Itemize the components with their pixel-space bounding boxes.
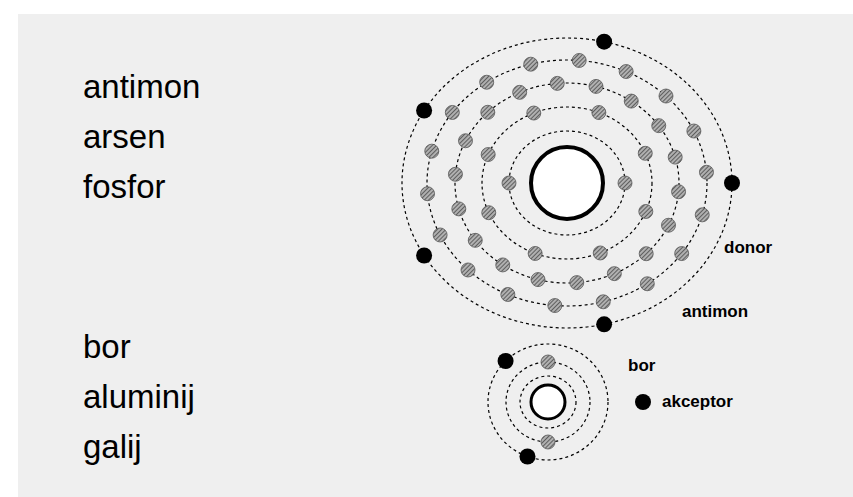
atom-label: antimon bbox=[682, 302, 748, 322]
atom-label: akceptor bbox=[662, 392, 733, 412]
valence-electron bbox=[596, 316, 612, 332]
inner-electron bbox=[593, 246, 607, 260]
inner-electron bbox=[502, 176, 516, 190]
element-name: antimon bbox=[83, 68, 200, 106]
inner-electron bbox=[607, 267, 621, 281]
background-panel bbox=[18, 14, 853, 497]
inner-electron bbox=[672, 185, 686, 199]
inner-electron bbox=[496, 258, 510, 272]
inner-electron bbox=[501, 287, 515, 301]
inner-electron bbox=[550, 76, 564, 90]
atom-label: bor bbox=[628, 356, 655, 376]
valence-electron bbox=[596, 34, 612, 50]
inner-electron bbox=[687, 124, 701, 138]
inner-electron bbox=[638, 146, 652, 160]
valence-electron bbox=[416, 103, 432, 119]
inner-electron bbox=[592, 106, 606, 120]
valence-electron bbox=[724, 175, 740, 191]
inner-electron bbox=[662, 218, 676, 232]
inner-electron bbox=[528, 246, 542, 260]
inner-electron bbox=[524, 57, 538, 71]
valence-electron bbox=[635, 394, 651, 410]
inner-electron bbox=[481, 105, 495, 119]
element-name: galij bbox=[83, 428, 142, 466]
nucleus bbox=[531, 147, 603, 219]
element-name: arsen bbox=[83, 118, 166, 156]
inner-electron bbox=[596, 295, 610, 309]
inner-electron bbox=[668, 150, 682, 164]
inner-electron bbox=[468, 233, 482, 247]
inner-electron bbox=[527, 106, 541, 120]
inner-electron bbox=[513, 85, 527, 99]
inner-electron bbox=[480, 75, 494, 89]
inner-electron bbox=[618, 176, 632, 190]
inner-electron bbox=[659, 89, 673, 103]
inner-electron bbox=[531, 273, 545, 287]
inner-electron bbox=[652, 119, 666, 133]
element-name: aluminij bbox=[83, 378, 195, 416]
inner-electron bbox=[570, 276, 584, 290]
inner-electron bbox=[572, 53, 586, 67]
element-name: fosfor bbox=[83, 168, 166, 206]
inner-electron bbox=[458, 134, 472, 148]
inner-electron bbox=[624, 94, 638, 108]
antimony-atom bbox=[402, 38, 732, 328]
inner-electron bbox=[619, 65, 633, 79]
inner-electron bbox=[639, 204, 653, 218]
inner-electron bbox=[541, 355, 555, 369]
valence-electron bbox=[519, 449, 535, 465]
inner-electron bbox=[695, 208, 709, 222]
inner-electron bbox=[640, 277, 654, 291]
inner-electron bbox=[482, 206, 496, 220]
element-name: bor bbox=[83, 328, 131, 366]
inner-electron bbox=[675, 247, 689, 261]
inner-electron bbox=[548, 299, 562, 313]
atom-label: donor bbox=[724, 238, 772, 258]
inner-electron bbox=[452, 202, 466, 216]
boron-atom bbox=[488, 344, 608, 460]
inner-electron bbox=[639, 247, 653, 261]
inner-electron bbox=[433, 228, 447, 242]
inner-electron bbox=[421, 187, 435, 201]
valence-electron bbox=[416, 248, 432, 264]
inner-electron bbox=[589, 79, 603, 93]
inner-electron bbox=[541, 435, 555, 449]
nucleus bbox=[531, 385, 565, 419]
inner-electron bbox=[461, 263, 475, 277]
inner-electron bbox=[481, 148, 495, 162]
inner-electron bbox=[445, 105, 459, 119]
inner-electron bbox=[699, 165, 713, 179]
inner-electron bbox=[425, 144, 439, 158]
valence-electron bbox=[498, 353, 514, 369]
inner-electron bbox=[448, 167, 462, 181]
